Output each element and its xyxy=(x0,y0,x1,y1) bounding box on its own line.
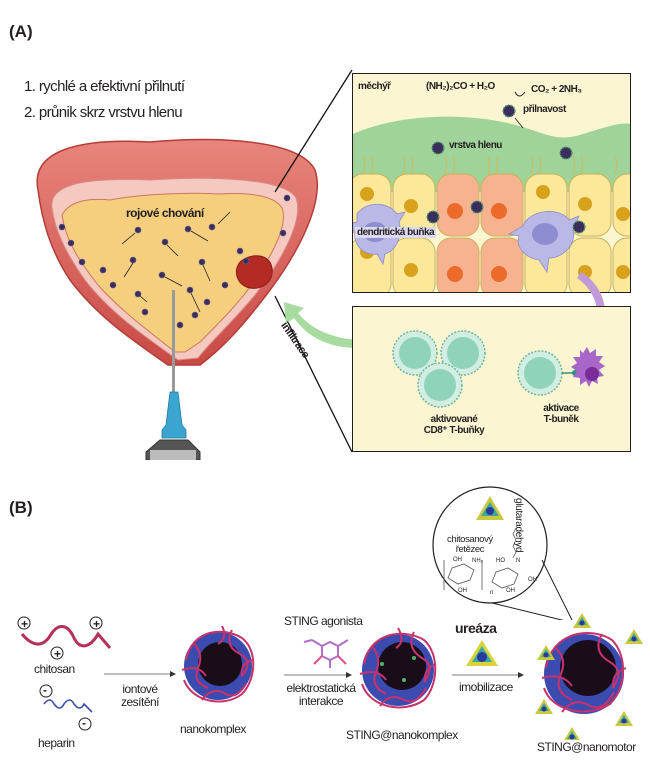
immune-inset: aktivované CD8⁺ T-buňky aktivace T-buněk xyxy=(352,306,631,452)
glutaraldehyde-label: glutaradehyd xyxy=(513,498,524,553)
bladder-illustration xyxy=(36,138,318,460)
chem-oh-1: OH xyxy=(453,557,462,563)
cd8-tcells-label: aktivované CD8⁺ T-buňky xyxy=(409,414,499,436)
nanocomplex-label: nanokomplex xyxy=(180,722,246,736)
bladder-label: měchýř xyxy=(358,81,391,92)
activation-label-line1: aktivace xyxy=(543,403,579,414)
panel-b-label: (B) xyxy=(9,498,33,517)
sting-agonist-molecule xyxy=(303,639,349,668)
plus-sign-3: + xyxy=(54,647,61,661)
mucus-layer-label: vrstva hlenu xyxy=(449,140,502,151)
minus-sign-2: - xyxy=(82,716,86,730)
plus-sign-2: + xyxy=(93,617,100,631)
chem-subscript-n: n xyxy=(490,590,494,596)
infiltration-arrow xyxy=(284,302,358,348)
step-2-text: 2. průnik skrz vrstvu hlenu xyxy=(24,104,183,121)
chitosan-chain xyxy=(17,616,112,660)
bladder-lumen xyxy=(61,192,284,353)
chitosan-chain-label: chitosanový řetězec xyxy=(447,534,493,556)
step1-arrow xyxy=(104,671,176,677)
sting-nanomotor-label: STING@nanomotor xyxy=(537,740,636,754)
nanomotor-dots xyxy=(58,194,291,329)
ionic-crosslinking-label: iontové zesítění xyxy=(110,683,170,708)
step2-line2: interakce xyxy=(298,693,344,708)
chem-n: N xyxy=(516,558,521,564)
cd8-label-line2: CD8⁺ T-buňky xyxy=(423,424,485,436)
heparin-label: heparin xyxy=(38,736,75,750)
urea-reaction-products: CO₂ + 2NH₃ xyxy=(531,84,582,95)
heparin-chain xyxy=(39,684,93,731)
urease-enzyme xyxy=(466,640,498,666)
chem-oh-2: OH xyxy=(528,577,537,583)
urease-particles xyxy=(535,613,643,740)
chem-nh2: NH₂ xyxy=(472,558,483,564)
electrostatic-interaction-label: elektrostatická interakce xyxy=(276,682,366,707)
mucosa-inset: měchýř (NH₂)₂CO + H₂O CO₂ + 2NH₃ přilnav… xyxy=(352,73,631,293)
immune-illustration xyxy=(392,330,605,408)
step1-line2: zesítění xyxy=(120,694,160,709)
sting-agonist-label: STING agonista xyxy=(284,614,363,628)
urease-label: ureáza xyxy=(455,620,497,636)
step3-arrow xyxy=(452,672,524,678)
mucosa-illustration xyxy=(353,91,630,292)
activation-label-line2: T-buněk xyxy=(543,413,579,425)
step-1-text: 1. rychlé a efektivní přilnutí xyxy=(24,78,185,95)
chem-oh-3: OH xyxy=(458,588,467,594)
sting-nanomotor xyxy=(535,613,643,740)
chain-label-line2: řetězec xyxy=(455,544,485,556)
plus-sign-1: + xyxy=(21,617,28,631)
activated-dendritic-cell xyxy=(571,347,605,387)
zoom-circle xyxy=(432,486,573,620)
motion-arrows xyxy=(121,211,231,313)
panel-a-label: (A) xyxy=(9,22,33,41)
urea-reaction-reactants: (NH₂)₂CO + H₂O xyxy=(426,81,495,92)
syringe-hub xyxy=(161,391,187,439)
nanocomplex xyxy=(181,625,255,703)
sting-nanocomplex xyxy=(359,627,437,709)
tumor xyxy=(235,255,273,289)
step2-line1: elektrostatická xyxy=(286,681,356,695)
step2-arrow xyxy=(284,672,352,678)
sting-nanocomplex-label: STING@nanokomplex xyxy=(346,728,458,742)
cd8-label-line1: aktivované xyxy=(430,414,478,425)
swarm-behavior-label: rojové chování xyxy=(126,206,204,220)
adhesion-label: přilnavost xyxy=(523,104,566,115)
immobilization-label: imobilizace xyxy=(459,680,513,694)
chem-ho: HO xyxy=(496,558,505,564)
needle xyxy=(172,290,175,395)
chem-oh-4: OH xyxy=(506,588,515,594)
step1-line1: iontové xyxy=(122,682,158,696)
tcell-activation-label: aktivace T-buněk xyxy=(531,403,591,425)
chain-label-line1: chitosanový xyxy=(447,534,493,545)
connector-lines xyxy=(274,69,353,453)
chitosan-label: chitosan xyxy=(34,662,75,676)
minus-sign-1: - xyxy=(43,683,47,697)
dendritic-cell-label: dendritická buňka xyxy=(355,227,437,238)
